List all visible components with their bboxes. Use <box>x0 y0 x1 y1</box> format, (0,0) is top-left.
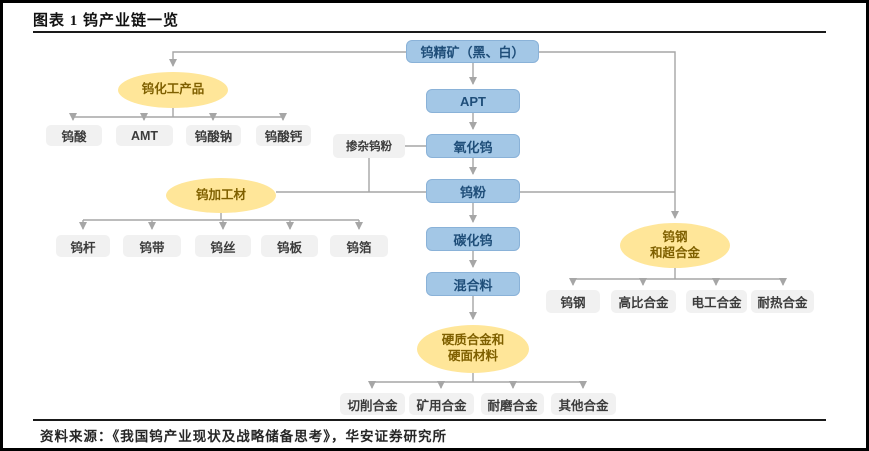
group-tungsten-chemical-products: 钨化工产品 <box>118 72 228 108</box>
node-tungsten-powder: 钨粉 <box>426 179 520 203</box>
source-note: 资料来源：《我国钨产业现状及战略储备思考》，华安证券研究所 <box>40 429 447 444</box>
footer-rule <box>33 419 826 421</box>
node-mixture: 混合料 <box>426 272 520 296</box>
leaf-tungstic-acid: 钨酸 <box>46 125 102 146</box>
leaf-wear-resistant-alloy: 耐磨合金 <box>481 393 544 415</box>
group-tungsten-processed-materials: 钨加工材 <box>166 178 276 213</box>
leaf-cutting-alloy: 切削合金 <box>340 393 405 415</box>
group-cemented-carbide-hardfacing: 硬质合金和 硬面材料 <box>417 325 529 373</box>
group-tungsten-steel-superalloy: 钨钢 和超合金 <box>620 223 730 268</box>
leaf-tungsten-rod: 钨杆 <box>56 235 110 257</box>
leaf-calcium-tungstate: 钨酸钙 <box>256 125 311 146</box>
leaf-tungsten-plate: 钨板 <box>261 235 318 257</box>
node-tungsten-concentrate: 钨精矿（黑、白） <box>406 40 539 63</box>
connector-lines <box>69 51 787 389</box>
leaf-heat-resistant-alloy: 耐热合金 <box>751 290 814 313</box>
leaf-high-density-alloy: 高比合金 <box>611 290 676 313</box>
leaf-tungsten-strip: 钨带 <box>123 235 181 257</box>
node-doped-tungsten-powder: 掺杂钨粉 <box>333 134 405 158</box>
node-tungsten-carbide: 碳化钨 <box>426 227 520 251</box>
leaf-mining-alloy: 矿用合金 <box>409 393 474 415</box>
leaf-other-alloy: 其他合金 <box>551 393 616 415</box>
leaf-tungsten-foil: 钨箔 <box>330 235 388 257</box>
title-rule <box>33 31 826 33</box>
leaf-amt: AMT <box>116 125 173 146</box>
leaf-sodium-tungstate: 钨酸钠 <box>186 125 241 146</box>
leaf-electrical-alloy: 电工合金 <box>686 290 747 313</box>
node-tungsten-oxide: 氧化钨 <box>426 134 520 158</box>
leaf-tungsten-wire: 钨丝 <box>195 235 251 257</box>
leaf-tungsten-steel: 钨钢 <box>546 290 600 313</box>
node-apt: APT <box>426 89 520 113</box>
page-title: 图表 1 钨产业链一览 <box>33 13 180 29</box>
